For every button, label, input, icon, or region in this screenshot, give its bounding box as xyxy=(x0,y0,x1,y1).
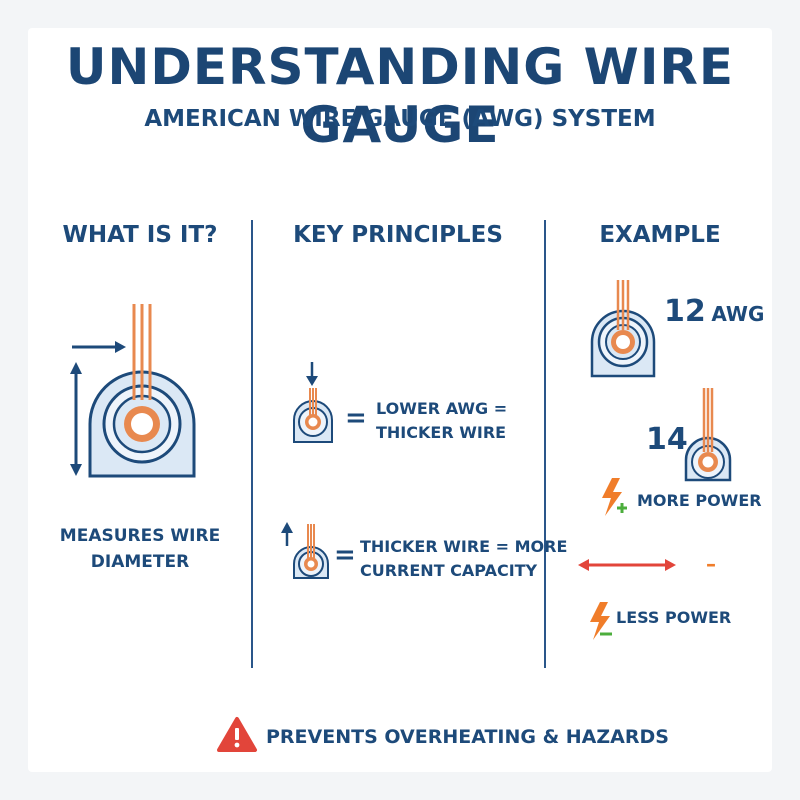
principle-2-text: THICKER WIRE = MORE CURRENT CAPACITY xyxy=(360,535,567,583)
lightning-plus-icon xyxy=(602,478,627,516)
principle-1-line-1: LOWER AWG = xyxy=(376,399,508,418)
key-principles-heading: KEY PRINCIPLES xyxy=(293,222,503,248)
warning-triangle-icon xyxy=(217,717,257,752)
example-heading: EXAMPLE xyxy=(599,222,721,248)
wire-cross-section-icon xyxy=(293,388,333,443)
lightning-minus-icon xyxy=(590,602,612,640)
awg-12-number: 12 xyxy=(664,294,706,329)
principle-2-line-2: CURRENT CAPACITY xyxy=(360,561,538,580)
more-power-label: MORE POWER xyxy=(637,491,762,510)
awg-12-label: 12 AWG xyxy=(664,294,764,329)
awg-14-number: 14 xyxy=(646,422,688,457)
double-arrow-icon xyxy=(578,559,676,571)
arrow-down-icon xyxy=(306,362,318,386)
high-capacity-wire-illustration xyxy=(281,522,329,579)
warning-text: PREVENTS OVERHEATING & HAZARDS xyxy=(266,726,669,748)
thick-wire-illustration xyxy=(293,362,333,443)
wire-diameter-illustration xyxy=(70,304,196,478)
page-subtitle: AMERICAN WIRE GAUGE (AWG) SYSTEM xyxy=(144,106,656,132)
awg-14-wire-illustration xyxy=(684,388,732,482)
wire-cross-section-icon xyxy=(293,524,329,579)
principle-1-line-2: THICKER WIRE xyxy=(376,423,507,442)
what-is-it-caption: MEASURES WIRE DIAMETER xyxy=(40,523,240,575)
arrow-up-icon xyxy=(281,522,293,546)
equals-sign: = xyxy=(345,403,367,433)
column-divider-right xyxy=(544,220,546,668)
minus-sign: – xyxy=(706,552,716,576)
equals-sign: = xyxy=(334,540,356,570)
page-title: UNDERSTANDING WIRE GAUGE xyxy=(65,38,735,154)
what-is-it-heading: WHAT IS IT? xyxy=(62,222,218,248)
wire-cross-section-icon xyxy=(684,388,732,482)
principle-2-line-1: THICKER WIRE = MORE xyxy=(360,537,568,556)
wire-cross-section-icon xyxy=(88,304,196,478)
wire-cross-section-icon xyxy=(590,280,656,378)
vertical-double-arrow-icon xyxy=(70,362,82,476)
principle-1-text: LOWER AWG = THICKER WIRE xyxy=(376,397,507,445)
caption-line-1: MEASURES WIRE xyxy=(59,526,221,546)
column-divider-left xyxy=(251,220,253,668)
awg-12-wire-illustration xyxy=(590,280,656,378)
awg-12-unit: AWG xyxy=(711,302,765,326)
arrow-right-icon xyxy=(72,341,126,353)
less-power-label: LESS POWER xyxy=(616,608,732,627)
caption-line-2: DIAMETER xyxy=(90,552,190,572)
